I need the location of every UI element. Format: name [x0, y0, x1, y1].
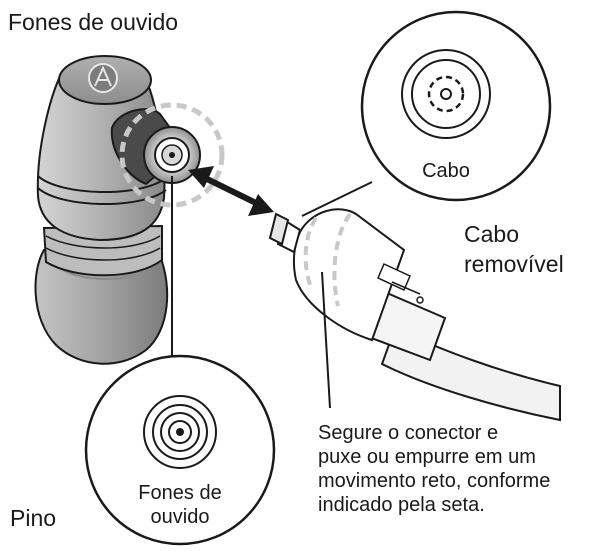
earphones-title-label: Fones de ouvido	[8, 9, 179, 35]
earphone-body	[34, 55, 225, 365]
socket-highlight	[119, 102, 225, 208]
instruction-line-3: movimento reto, conforme	[318, 470, 551, 492]
cable-end-zoom	[360, 10, 552, 202]
ear-tip	[34, 248, 169, 365]
connector-highlight	[332, 212, 352, 307]
instruction-line-2: puxe ou empurre em um	[318, 446, 536, 468]
earphone-zoom-label-line2: ouvido	[150, 506, 210, 528]
earphone-socket-zoom	[84, 354, 276, 546]
cable-zoom-label: Cabo	[422, 160, 470, 182]
push-pull-arrow	[188, 166, 274, 216]
detachable-cable-label-line2: removível	[464, 251, 564, 277]
cable-connector	[292, 208, 406, 342]
earphone-zoom-label-line1: Fones de	[138, 482, 222, 504]
instruction-line-4: indicado pela seta.	[318, 494, 485, 516]
detachable-cable-label-line1: Cabo	[464, 221, 519, 247]
detachable-cable	[268, 208, 561, 422]
pin-label: Pino	[10, 505, 57, 531]
instruction-line-1: Segure o conector e	[318, 422, 499, 444]
